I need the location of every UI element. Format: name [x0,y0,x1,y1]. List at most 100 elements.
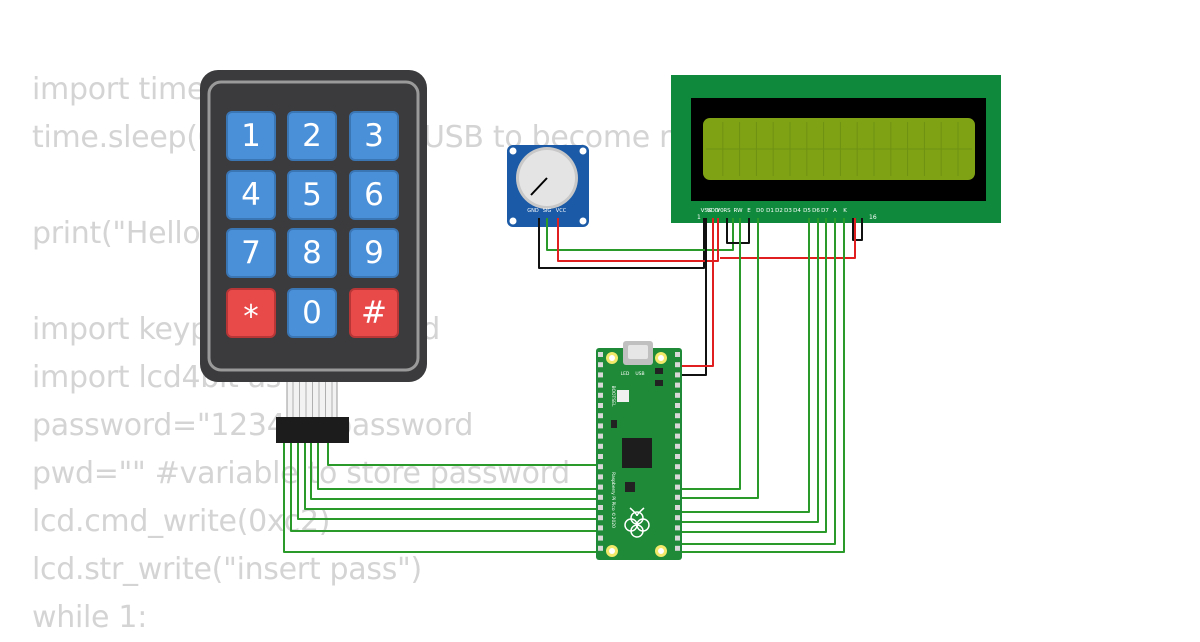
pico-pin[interactable] [598,474,603,480]
lcd-pin-label: A [833,208,837,214]
smd-component [625,482,635,492]
pico-pin[interactable] [675,392,680,398]
key-label: # [361,295,387,331]
pico-pin[interactable] [598,392,603,398]
key-cap [349,170,399,220]
pico-pin[interactable] [675,484,680,490]
pico-pin[interactable] [598,382,603,388]
wire-pot-gnd [538,218,705,269]
wire-keypad-5 [297,443,600,520]
key-cap [226,228,276,278]
lcd-pin-label: D3 [784,208,792,214]
lcd-pin-label: D4 [793,208,801,214]
pico-pin[interactable] [598,352,603,357]
key-6[interactable]: 6 [349,170,399,220]
pico-pin[interactable] [598,403,603,408]
pico-pin[interactable] [675,464,680,470]
pico-pin[interactable] [675,382,680,388]
key-cap [226,111,276,161]
pico-pin[interactable] [675,494,680,500]
pico-pin[interactable] [675,443,680,449]
mount-hole [509,217,517,225]
key-hash[interactable]: # [349,288,399,338]
pico-pin[interactable] [675,515,680,521]
pico-pin[interactable] [598,484,603,490]
pico-pin[interactable] [675,423,680,429]
key-7[interactable]: 7 [226,228,276,278]
pico-pin[interactable] [675,413,680,419]
wire-lcd-rw-gnd [726,218,750,244]
pico-pin[interactable] [675,433,680,439]
potentiometer[interactable]: GND SIG VCC [507,145,589,227]
lcd-pin-label: VSS [701,208,712,214]
pico-pin[interactable] [675,352,680,357]
raspberry-pi-logo [624,507,650,538]
lcd-pin-last: 16 [869,214,877,221]
lcd-pin-label: D5 [803,208,811,214]
key-label: 2 [302,118,322,154]
pico-pin[interactable] [598,362,603,368]
pico-usb-label: USB [635,371,644,377]
wire-pot-vcc [557,218,719,262]
bootsel-button[interactable] [617,390,629,402]
mount-hole [579,147,587,155]
key-2[interactable]: 2 [287,111,337,161]
pico-pin[interactable] [675,362,680,368]
key-star[interactable]: * [226,288,276,338]
pico-pin[interactable] [598,433,603,439]
key-5[interactable]: 5 [287,170,337,220]
lcd-pin-label: D0 [756,208,764,214]
pico-pin[interactable] [675,505,680,510]
code-line: while 1: [32,600,148,635]
key-label: 7 [241,235,261,271]
key-1[interactable]: 1 [226,111,276,161]
pico-pin[interactable] [598,515,603,521]
pico-pin[interactable] [675,545,680,551]
key-cap [287,288,337,338]
key-3[interactable]: 3 [349,111,399,161]
pico-pin[interactable] [675,403,680,408]
raspberry-pi-pico[interactable]: LED USB BOOTSEL Raspberry Pi Pico ©2020 [596,341,682,560]
pico-pin[interactable] [598,454,603,459]
rp2040-chip [622,438,652,468]
wire-lcd-d7b [676,218,836,545]
pico-pin[interactable] [675,535,680,541]
wires [283,218,863,553]
pico-pin[interactable] [675,372,680,378]
pico-pin[interactable] [675,454,680,459]
keypad-bezel [207,80,420,372]
pico-pin[interactable] [598,505,603,510]
key-cap [287,111,337,161]
key-cap [287,228,337,278]
pico-pin[interactable] [598,464,603,470]
wire-keypad-6 [290,443,600,532]
pico-pin[interactable] [598,535,603,541]
wire-lcd-d5 [676,218,819,523]
pico-pin[interactable] [598,413,603,419]
key-label: 4 [241,177,261,213]
code-line: lcd.cmd_write(0xc2) [32,504,331,539]
key-0[interactable]: 0 [287,288,337,338]
mount-hole [579,217,587,225]
key-label: 1 [241,118,261,154]
key-8[interactable]: 8 [287,228,337,278]
key-cap [349,228,399,278]
ribbon-traces [292,380,333,417]
pico-pin[interactable] [598,443,603,449]
pico-pin[interactable] [598,372,603,378]
pico-pin[interactable] [675,525,680,531]
key-4[interactable]: 4 [226,170,276,220]
pico-pin[interactable] [598,545,603,551]
pico-pin[interactable] [598,494,603,500]
key-9[interactable]: 9 [349,228,399,278]
pico-pin-headers [598,352,680,551]
pico-pin[interactable] [598,525,603,531]
pico-pin[interactable] [675,474,680,480]
key-label: 3 [364,118,384,154]
pico-pin[interactable] [598,423,603,429]
